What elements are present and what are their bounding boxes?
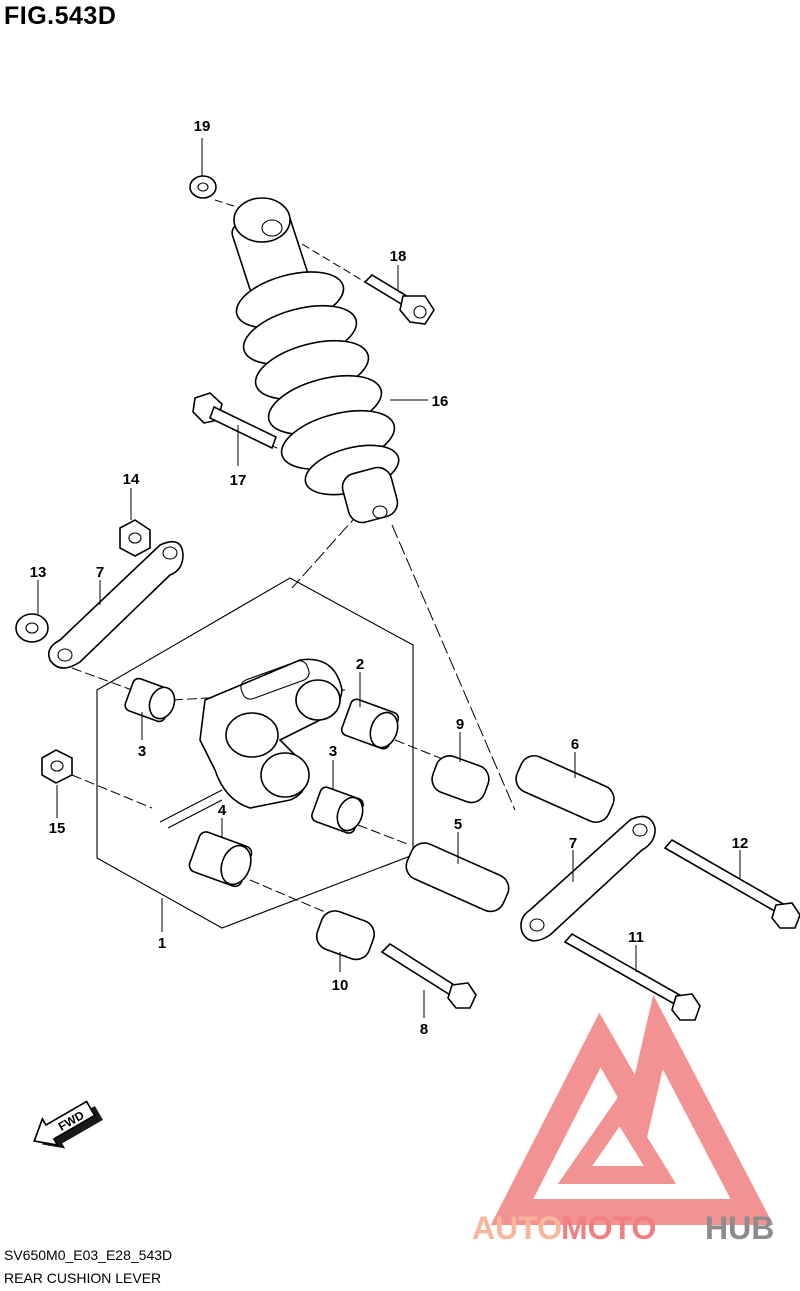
callout-16: 16 xyxy=(432,393,449,410)
part-7-rod-right xyxy=(520,815,656,942)
part-16-shock-absorber xyxy=(231,197,400,524)
callout-8: 8 xyxy=(420,1021,428,1038)
part-3-bearing-middle xyxy=(311,786,364,834)
callout-3-middle: 3 xyxy=(329,743,337,760)
part-14-nut xyxy=(119,519,151,557)
part-11-bolt xyxy=(563,932,701,1021)
part-8-bolt xyxy=(380,942,477,1009)
callout-14: 14 xyxy=(123,471,140,488)
callout-18: 18 xyxy=(390,248,407,265)
callout-1: 1 xyxy=(158,935,166,952)
callout-15: 15 xyxy=(49,820,66,837)
callout-17: 17 xyxy=(230,472,247,489)
callout-7-left: 7 xyxy=(96,564,104,581)
part-12-bolt xyxy=(663,838,800,929)
fwd-arrow-icon: FWD xyxy=(33,1100,103,1149)
callout-11: 11 xyxy=(628,929,644,946)
watermark-auto: AUTO xyxy=(472,1210,562,1246)
callout-4: 4 xyxy=(218,802,227,819)
part-13-washer xyxy=(15,613,49,643)
part-4-bearing xyxy=(188,831,253,888)
figure-code: SV650M0_E03_E28_543D xyxy=(4,1247,173,1263)
figure-title: FIG.543D xyxy=(4,2,117,30)
figure-caption: REAR CUSHION LEVER xyxy=(4,1270,162,1286)
watermark-text: AUTO MOTO HUB xyxy=(472,1210,774,1246)
part-6-sleeve xyxy=(515,754,615,824)
callout-19: 19 xyxy=(194,118,211,135)
part-9-spacer xyxy=(431,755,490,804)
leader-lines xyxy=(37,138,741,1018)
part-2-bearing xyxy=(340,698,400,750)
part-19-washer xyxy=(189,175,217,199)
watermark-logo xyxy=(490,994,774,1225)
watermark-moto: MOTO xyxy=(561,1210,656,1246)
callout-13: 13 xyxy=(30,564,47,581)
watermark-hub: HUB xyxy=(705,1210,774,1246)
part-18-bolt xyxy=(363,273,435,325)
cushion-lever-body xyxy=(199,658,343,809)
callout-numbers: 19 18 16 17 14 13 7 2 3 3 4 15 9 6 5 1 1… xyxy=(30,118,749,1038)
part-3-bearing-left xyxy=(124,677,176,723)
callout-12: 12 xyxy=(732,835,749,852)
part-5-sleeve xyxy=(405,842,510,913)
part-10-spacer xyxy=(315,910,376,961)
callout-10: 10 xyxy=(332,977,349,994)
part-7-rod-left xyxy=(47,540,184,669)
callout-2: 2 xyxy=(356,656,364,673)
callout-3-left: 3 xyxy=(138,743,146,760)
callout-9: 9 xyxy=(456,716,464,733)
part-17-bolt xyxy=(192,392,277,450)
callout-6: 6 xyxy=(571,736,579,753)
callout-5: 5 xyxy=(454,816,462,833)
callout-7-right: 7 xyxy=(569,835,577,852)
part-15-nut xyxy=(41,749,73,784)
